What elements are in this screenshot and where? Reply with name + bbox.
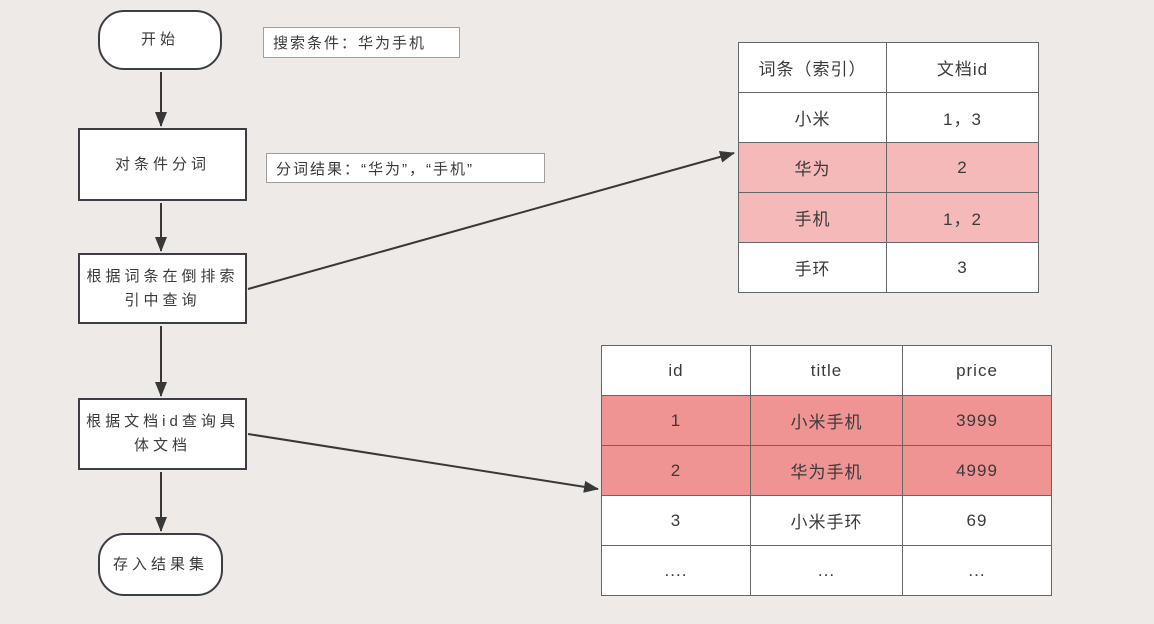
table-cell: 手环 [738,242,887,293]
inverted-index-table: 词条（索引） 文档id 小米 1，3 华为 2 手机 1，2 手环 3 [738,42,1039,293]
table-cell: 手机 [738,192,887,243]
table-cell: 1，2 [886,192,1039,243]
flow-node-label: 根据词条在倒排索引中查询 [86,267,239,309]
table-cell: 3 [601,495,751,546]
documents-table: id title price 1 小米手机 3999 2 华为手机 4999 3… [601,345,1052,596]
table-row: 2 华为手机 4999 [601,445,1052,496]
table-cell: 3 [886,242,1039,293]
table-cell: 小米手环 [750,495,903,546]
column-header-price: price [902,345,1052,396]
table-cell: 2 [601,445,751,496]
table-row: 手环 3 [738,242,1039,293]
table-row: 3 小米手环 69 [601,495,1052,546]
flow-node-label: 根据文档id查询具体文档 [86,413,239,454]
annotation-search-condition: 搜索条件：华为手机 [263,27,460,58]
table-cell: 69 [902,495,1052,546]
column-header-title: title [750,345,903,396]
table-row: 手机 1，2 [738,192,1039,243]
table-cell: 华为手机 [750,445,903,496]
annotation-text: 搜索条件：华为手机 [273,35,427,52]
table-cell: ... [902,545,1052,596]
flow-node-query-inverted-index: 根据词条在倒排索引中查询 [78,253,247,324]
table-row: 1 小米手机 3999 [601,395,1052,446]
column-header-id: id [601,345,751,396]
table-cell: 4999 [902,445,1052,496]
table-header-row: 词条（索引） 文档id [738,42,1039,93]
arrow-step3-to-documents-table [247,433,599,493]
flow-node-query-documents: 根据文档id查询具体文档 [78,398,247,470]
table-cell: 3999 [902,395,1052,446]
table-cell: 华为 [738,142,887,193]
table-cell: 1，3 [886,92,1039,143]
column-header-term: 词条（索引） [738,42,887,93]
table-row: .... ... ... [601,545,1052,596]
flow-node-end: 存入结果集 [98,533,223,596]
flow-node-start: 开始 [98,10,222,70]
table-header-row: id title price [601,345,1052,396]
column-header-docid: 文档id [886,42,1039,93]
table-cell: .... [601,545,751,596]
table-cell: 小米手机 [750,395,903,446]
flow-node-label: 对条件分词 [114,155,210,173]
table-cell: ... [750,545,903,596]
annotation-segment-result: 分词结果：“华为”，“手机” [266,153,545,183]
table-row: 小米 1，3 [738,92,1039,143]
table-cell: 1 [601,395,751,446]
flow-node-label: 存入结果集 [112,555,208,573]
annotation-text: 分词结果：“华为”，“手机” [276,160,474,178]
table-cell: 小米 [738,92,887,143]
flow-node-label: 开始 [140,31,179,48]
flow-node-tokenize: 对条件分词 [78,128,247,201]
table-cell: 2 [886,142,1039,193]
table-row: 华为 2 [738,142,1039,193]
